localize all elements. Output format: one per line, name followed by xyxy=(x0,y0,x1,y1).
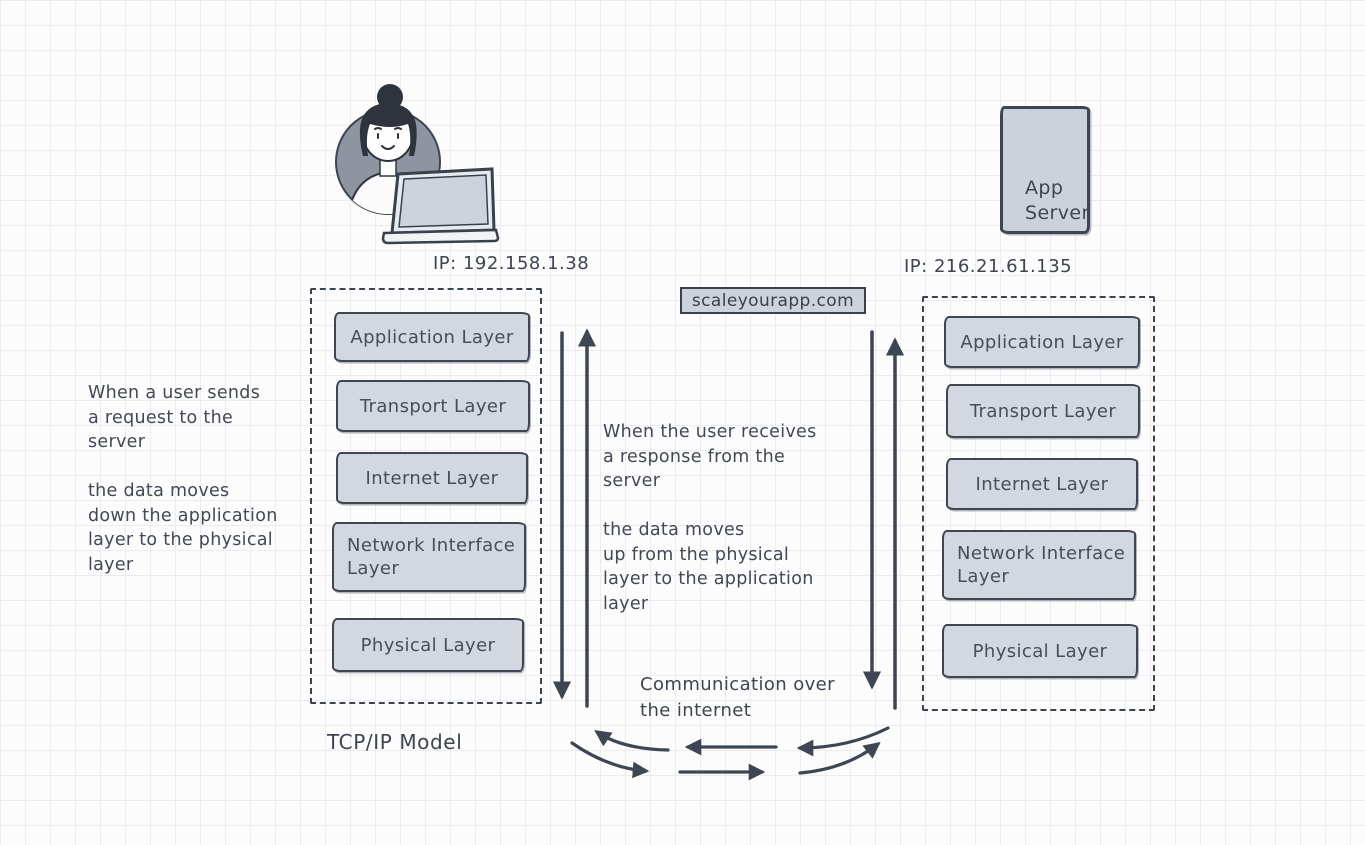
app-server-box: App Server xyxy=(1000,106,1090,234)
avatar-face-features xyxy=(374,127,402,150)
server-ip-label: IP: 216.21.61.135 xyxy=(904,256,1073,277)
layer-transport-right: Transport Layer xyxy=(946,384,1140,438)
client-ip-label: IP: 192.158.1.38 xyxy=(433,253,590,274)
layer-application-left: Application Layer xyxy=(334,312,530,362)
layer-label: Transport Layer xyxy=(359,395,507,417)
layer-application-right: Application Layer xyxy=(944,316,1140,368)
layer-label: Application Layer xyxy=(960,331,1124,353)
layer-label: Network Interface Layer xyxy=(347,535,516,579)
layer-label: Network Interface Layer xyxy=(957,543,1126,587)
response-curve-arrow-right xyxy=(796,726,890,757)
note-request: When a user sends a request to the serve… xyxy=(88,383,278,575)
laptop-icon xyxy=(381,167,500,245)
domain-badge: scaleyourapp.com xyxy=(680,287,866,314)
note-response: When the user receives a response from t… xyxy=(603,422,817,614)
note-communication: Communication over the internet xyxy=(640,674,835,721)
tcpip-stack-left xyxy=(310,288,542,704)
domain-label: scaleyourapp.com xyxy=(691,290,855,311)
tcpip-model-label: TCP/IP Model xyxy=(327,730,463,754)
layer-network-interface-right: Network Interface Layer xyxy=(942,530,1136,600)
layer-network-interface-left: Network Interface Layer xyxy=(332,522,526,592)
layer-physical-left: Physical Layer xyxy=(332,618,524,672)
layer-label: Transport Layer xyxy=(969,400,1117,422)
layer-label: Physical Layer xyxy=(360,634,496,656)
layer-label: Internet Layer xyxy=(975,473,1109,495)
layer-label: Internet Layer xyxy=(365,467,499,489)
avatar-hair xyxy=(359,103,417,156)
request-curve-arrow-right xyxy=(798,741,881,775)
layer-transport-left: Transport Layer xyxy=(336,380,530,432)
layer-label: Application Layer xyxy=(350,326,514,348)
layer-internet-right: Internet Layer xyxy=(946,458,1138,510)
app-server-label: App Server xyxy=(1025,177,1090,224)
request-curve-arrow-left xyxy=(570,741,650,779)
tcpip-stack-right xyxy=(922,296,1155,711)
layer-label: Physical Layer xyxy=(972,640,1108,662)
layer-internet-left: Internet Layer xyxy=(336,452,528,504)
response-curve-arrow-left xyxy=(594,730,670,752)
layer-physical-right: Physical Layer xyxy=(942,624,1138,678)
